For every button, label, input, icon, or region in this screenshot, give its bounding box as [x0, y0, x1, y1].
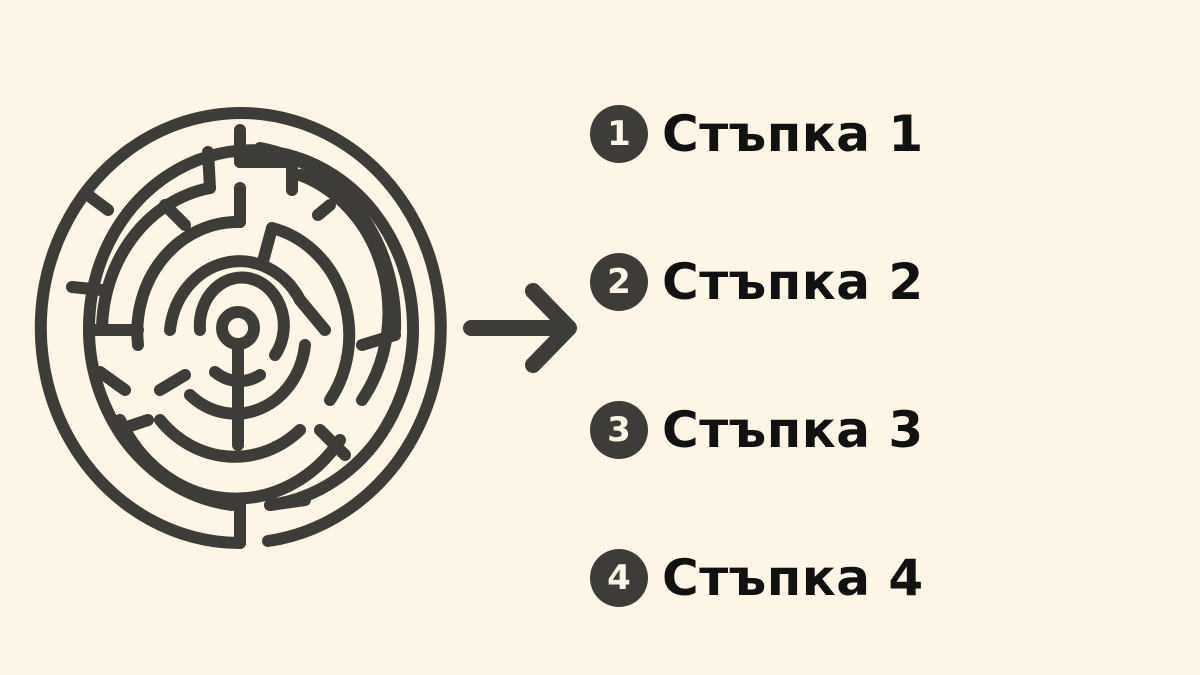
step-item-3: 3 Стъпка 3	[590, 398, 924, 462]
maze-ring-outer	[34, 107, 447, 549]
maze-ring-3	[96, 182, 216, 336]
maze-ring-3b	[294, 169, 395, 406]
maze-ring-2	[83, 144, 419, 511]
step-item-1: 1 Стъпка 1	[590, 102, 924, 166]
step-label: Стъпка 3	[662, 401, 924, 459]
maze-ring-4	[131, 215, 246, 351]
circular-maze-icon	[34, 107, 447, 549]
step-label: Стъпка 2	[662, 253, 924, 311]
arrow-right-icon	[463, 283, 577, 373]
maze-ring-4c	[154, 414, 306, 463]
maze-ring-5b	[184, 339, 311, 420]
step-label: Стъпка 4	[662, 549, 924, 607]
step-number-badge: 4	[590, 549, 648, 607]
step-item-4: 4 Стъпка 4	[590, 546, 924, 610]
step-label: Стъпка 1	[662, 105, 924, 163]
maze-ring-3c	[114, 414, 346, 505]
step-number-badge: 1	[590, 105, 648, 163]
step-number-badge: 3	[590, 401, 648, 459]
maze-ring-5	[164, 255, 306, 336]
maze-ring-4b	[266, 222, 356, 406]
step-item-2: 2 Стъпка 2	[590, 250, 924, 314]
maze-ring-6	[193, 271, 290, 361]
step-number-badge: 2	[590, 253, 648, 311]
step-list: 1 Стъпка 1 2 Стъпка 2 3 Стъпка 3 4 Стъпк…	[590, 0, 1190, 675]
